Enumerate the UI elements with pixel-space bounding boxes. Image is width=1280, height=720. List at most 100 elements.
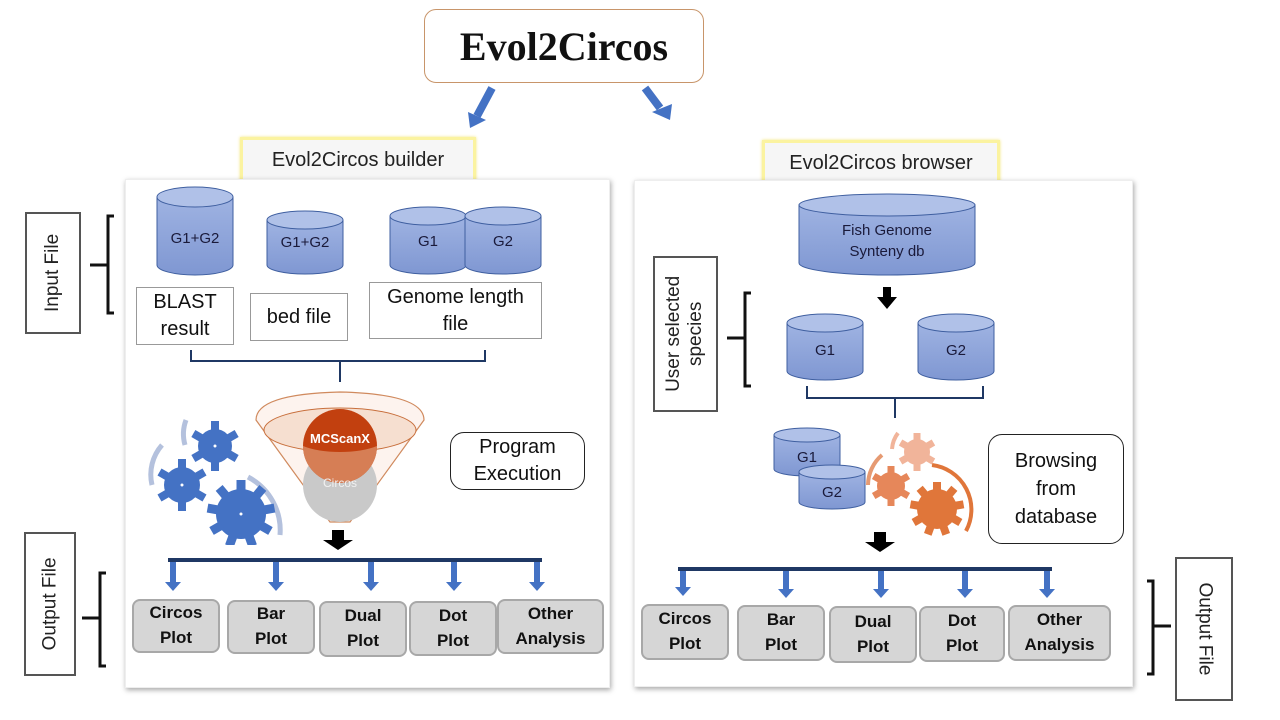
output-line-1: Other — [1036, 610, 1083, 630]
cylinder-genome-g1: G1 — [389, 206, 467, 275]
database-cylinder: Fish Genome Synteny db — [798, 193, 976, 276]
output-line-2: Plot — [346, 631, 380, 650]
gear-icon — [898, 433, 936, 471]
down-arrow-icon — [865, 532, 895, 552]
blast-line-1: BLAST — [153, 291, 217, 313]
input-file-text: Input File — [42, 233, 64, 313]
browser-output-arrows — [675, 532, 1055, 598]
title-arrows — [468, 85, 672, 128]
bed-file-box: bed file — [250, 293, 348, 341]
app-title: Evol2Circos — [424, 9, 704, 83]
builder-output-bracket — [82, 571, 106, 668]
down-arrow-icon — [877, 287, 897, 309]
output-line-2: Analysis — [1024, 635, 1095, 654]
input-merge-bracket — [190, 350, 486, 382]
species-cylinders: G1 G2 — [786, 313, 995, 381]
orange-gears — [866, 431, 974, 536]
output-line-2: Plot — [436, 630, 470, 650]
output-line-2: Plot — [764, 635, 798, 654]
output-line-1: Bar — [766, 610, 796, 630]
stacked-g1-label: G1 — [797, 449, 817, 466]
species-merge-bracket — [806, 386, 984, 418]
output-line-1: Dual — [854, 611, 892, 631]
builder-output-arrows — [165, 530, 545, 591]
rotation-arrows — [866, 431, 974, 532]
output-line-1: Dot — [438, 605, 468, 625]
cylinder-blast-label: G1+G2 — [171, 230, 220, 247]
stacked-cylinder-g2: G2 — [798, 464, 866, 510]
browser-output-file-text: Output File — [1193, 582, 1215, 676]
gear-icon — [157, 459, 207, 511]
builder-output-file-label: Output File — [24, 532, 76, 676]
arrow-to-browser — [641, 85, 672, 120]
output-line-1: Bar — [256, 604, 286, 624]
species-cylinder-g2: G2 — [917, 313, 995, 381]
cylinder-genome-g1-label: G1 — [418, 233, 438, 250]
species-g2-label: G2 — [946, 342, 966, 359]
builder-cylinders: G1+G2 G1+G2 G1 G2 — [156, 186, 542, 276]
blast-result-box: BLAST result — [136, 287, 234, 345]
output-line-1: Other — [527, 603, 574, 623]
browsing-line-3: database — [1014, 506, 1098, 528]
output-line-2: Plot — [668, 634, 702, 653]
browser-output-bracket — [1147, 579, 1171, 676]
output-line-2: Plot — [856, 636, 890, 656]
output-line-2: Plot — [159, 628, 193, 647]
species-label-line-2: species — [685, 301, 707, 367]
browser-label: Evol2Circos browser — [762, 140, 1000, 186]
output-line-2: Plot — [945, 636, 979, 655]
gear-icon — [909, 482, 965, 536]
cylinder-genome-g2-label: G2 — [493, 233, 513, 250]
genome-length-box: Genome length file — [369, 282, 542, 339]
cylinder-blast: G1+G2 — [156, 186, 234, 276]
funnel-diagram: MCScanX Circos — [255, 391, 425, 523]
execution-line-2: Execution — [473, 463, 562, 485]
blast-line-2: result — [160, 318, 210, 340]
arrow-to-builder — [468, 86, 496, 128]
circos-label: Circos — [323, 476, 357, 490]
output-line-1: Dot — [947, 611, 977, 631]
down-arrow-icon — [323, 530, 353, 550]
browser-output-file-label: Output File — [1175, 557, 1233, 701]
input-file-label: Input File — [25, 212, 81, 334]
db-line-1: Fish Genome — [842, 222, 932, 239]
species-bracket — [727, 291, 751, 388]
rotation-arrows — [148, 419, 283, 536]
mcscanx-label: MCScanX — [310, 431, 370, 446]
genome-line-1: Genome length — [387, 285, 524, 308]
gear-icon — [206, 480, 276, 545]
browsing-line-1: Browsing — [1014, 450, 1098, 472]
cylinder-bed: G1+G2 — [266, 210, 344, 275]
builder-label: Evol2Circos builder — [240, 137, 476, 183]
gear-icon — [871, 466, 911, 506]
genome-line-2: file — [442, 312, 469, 335]
output-line-1: Circos — [149, 603, 203, 623]
output-line-1: Dual — [344, 606, 382, 626]
output-line-1: Circos — [658, 609, 712, 629]
output-line-2: Plot — [254, 629, 288, 648]
species-cylinder-g1: G1 — [786, 313, 864, 381]
species-g1-label: G1 — [815, 342, 835, 359]
stacked-cylinders: G1 G2 — [773, 427, 866, 510]
stacked-g2-label: G2 — [822, 484, 842, 501]
cylinder-bed-label: G1+G2 — [281, 234, 330, 251]
cylinder-genome-g2: G2 — [464, 206, 542, 275]
species-label-line-1: User selected — [663, 275, 685, 393]
gear-icon — [191, 421, 239, 471]
output-line-2: Analysis — [515, 628, 586, 648]
execution-line-1: Program — [479, 436, 556, 458]
program-execution-box: Program Execution — [450, 432, 585, 490]
browsing-line-2: from — [1036, 478, 1076, 500]
